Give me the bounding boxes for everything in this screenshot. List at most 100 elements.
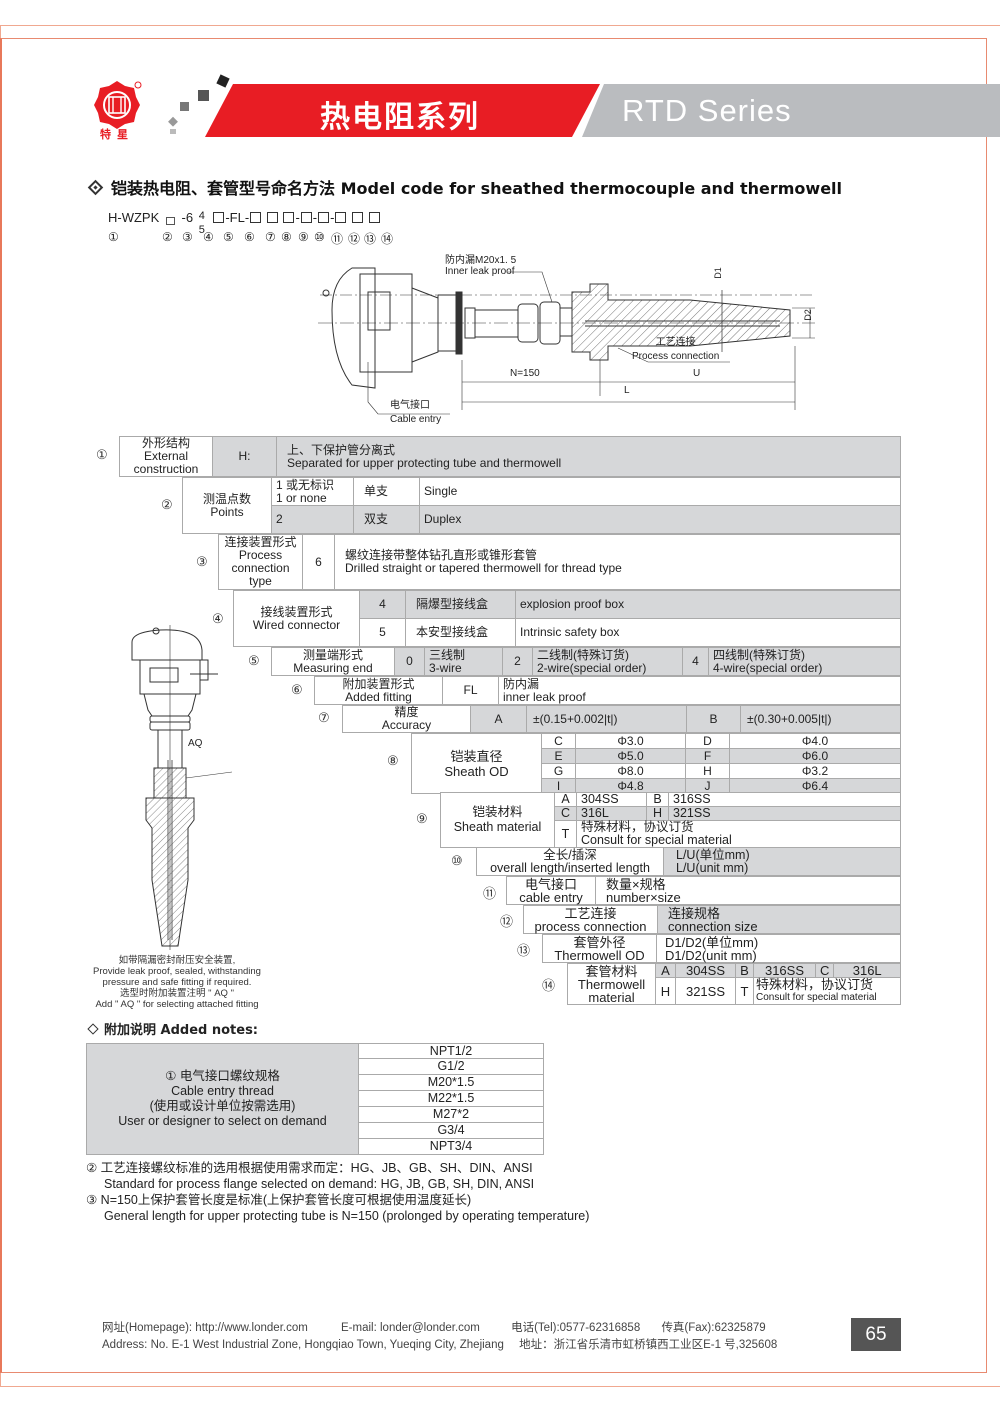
option-code: 4 — [682, 647, 709, 676]
od-value: Φ4.8 — [575, 778, 686, 794]
aq-note: 如带隔漏密封耐压安全装置, Provide leak proof, sealed… — [93, 955, 261, 1010]
row-number: ⑪ — [483, 887, 497, 902]
note-process-flange: ② 工艺连接螺纹标准的选用根据使用需求而定：HG、JB、GB、SH、DIN、AN… — [86, 1161, 590, 1223]
process-connection-label: 工艺连接 Process connection — [632, 337, 720, 362]
row-number: ⑫ — [500, 915, 514, 930]
row-code: 6 — [302, 534, 335, 590]
material-code: T — [554, 820, 577, 848]
od-value: Φ4.0 — [729, 733, 901, 749]
u-dimension-label: U — [693, 368, 701, 379]
material-value: 304SS — [675, 963, 736, 978]
aq-label: AQ — [188, 738, 203, 749]
option-cn: 本安型接线盒 — [405, 618, 516, 647]
model-code-pattern: H-WZPK -6 4 5 -FL- --- — [108, 210, 381, 236]
title-en: RTD Series — [622, 93, 792, 128]
cable-entry-label: 电气接口 Cable entry — [390, 400, 442, 425]
od-code: C — [541, 733, 576, 749]
row-number: ② — [161, 498, 173, 513]
row-desc: D1/D2(单位mm)D1/D2(unit mm) — [656, 934, 901, 963]
email-link[interactable]: E-mail: londer@londer.com — [341, 1322, 480, 1334]
option-desc: 二线制(特殊订货)2-wire(special order) — [532, 647, 683, 676]
added-notes-title: 附加说明 Added notes: — [86, 1019, 258, 1038]
thermowell-assembly-diagram: 防内漏M20x1. 5 Inner leak proof D1 D2 工艺连接 … — [310, 250, 820, 430]
material-value: 304SS — [576, 792, 647, 807]
od-value: Φ8.0 — [575, 763, 686, 779]
row-number: ⑤ — [248, 654, 260, 669]
material-code: H — [655, 977, 676, 1005]
address-en: Address: No. E-1 West Industrial Zone, H… — [102, 1339, 504, 1351]
od-value: Φ6.4 — [729, 778, 901, 794]
option-cn: 隔爆型接线盒 — [405, 590, 516, 619]
thread-option: M27*2 — [358, 1106, 544, 1123]
option-en: Duplex — [419, 505, 901, 534]
row-number: ④ — [212, 612, 224, 627]
material-value: 316L — [576, 806, 647, 821]
decorative-squares-icon — [160, 74, 230, 136]
row-number: ⑬ — [517, 944, 531, 959]
inner-leak-label: 防内漏M20x1. 5 Inner leak proof — [445, 255, 517, 277]
brand-text: 特星 — [100, 128, 134, 141]
option-code: 4 — [359, 590, 406, 619]
diamond-bullet-icon — [87, 179, 104, 196]
option-code: 2 — [271, 505, 354, 534]
material-code: A — [554, 792, 577, 807]
option-cn: 单支 — [353, 477, 420, 506]
row-desc: L/U(单位mm)L/U(unit mm) — [663, 847, 901, 876]
cable-entry-label: ① 电气接口螺纹规格 Cable entry thread (使用或设计单位按需… — [86, 1043, 359, 1155]
thread-option: G1/2 — [358, 1058, 544, 1075]
n-dimension-label: N=150 — [510, 368, 540, 379]
l-dimension-label: L — [624, 385, 630, 396]
thread-option: G3/4 — [358, 1122, 544, 1139]
row-code: H: — [212, 436, 277, 477]
option-desc: 四线制(特殊订货)4-wire(special order) — [708, 647, 901, 676]
option-en: explosion proof box — [515, 590, 901, 619]
option-en: Single — [419, 477, 901, 506]
homepage-link[interactable]: 网址(Homepage): http://www.londer.com — [102, 1322, 308, 1334]
od-code: E — [541, 748, 576, 764]
od-code: G — [541, 763, 576, 779]
thread-option: NPT3/4 — [358, 1138, 544, 1155]
material-value: 316SS — [668, 792, 901, 807]
material-code: H — [646, 806, 669, 821]
title-cn: 热电阻系列 — [320, 100, 480, 135]
option-code: 2 — [502, 647, 533, 676]
material-code: B — [646, 792, 669, 807]
row-number: ⑧ — [387, 754, 399, 769]
material-code: C — [814, 963, 835, 978]
row-number: ⑥ — [291, 683, 303, 698]
d1-label: D1 — [712, 267, 723, 279]
option-en: Intrinsic safety box — [515, 618, 901, 647]
material-value: 316L — [833, 963, 901, 978]
title-band-en: RTD Series — [582, 84, 1000, 137]
option-code: B — [686, 705, 741, 733]
thread-option: M22*1.5 — [358, 1090, 544, 1107]
row-number: ⑦ — [318, 711, 330, 726]
material-value: 321SS — [668, 806, 901, 821]
d2-label: D2 — [802, 309, 813, 321]
od-value: Φ5.0 — [575, 748, 686, 764]
